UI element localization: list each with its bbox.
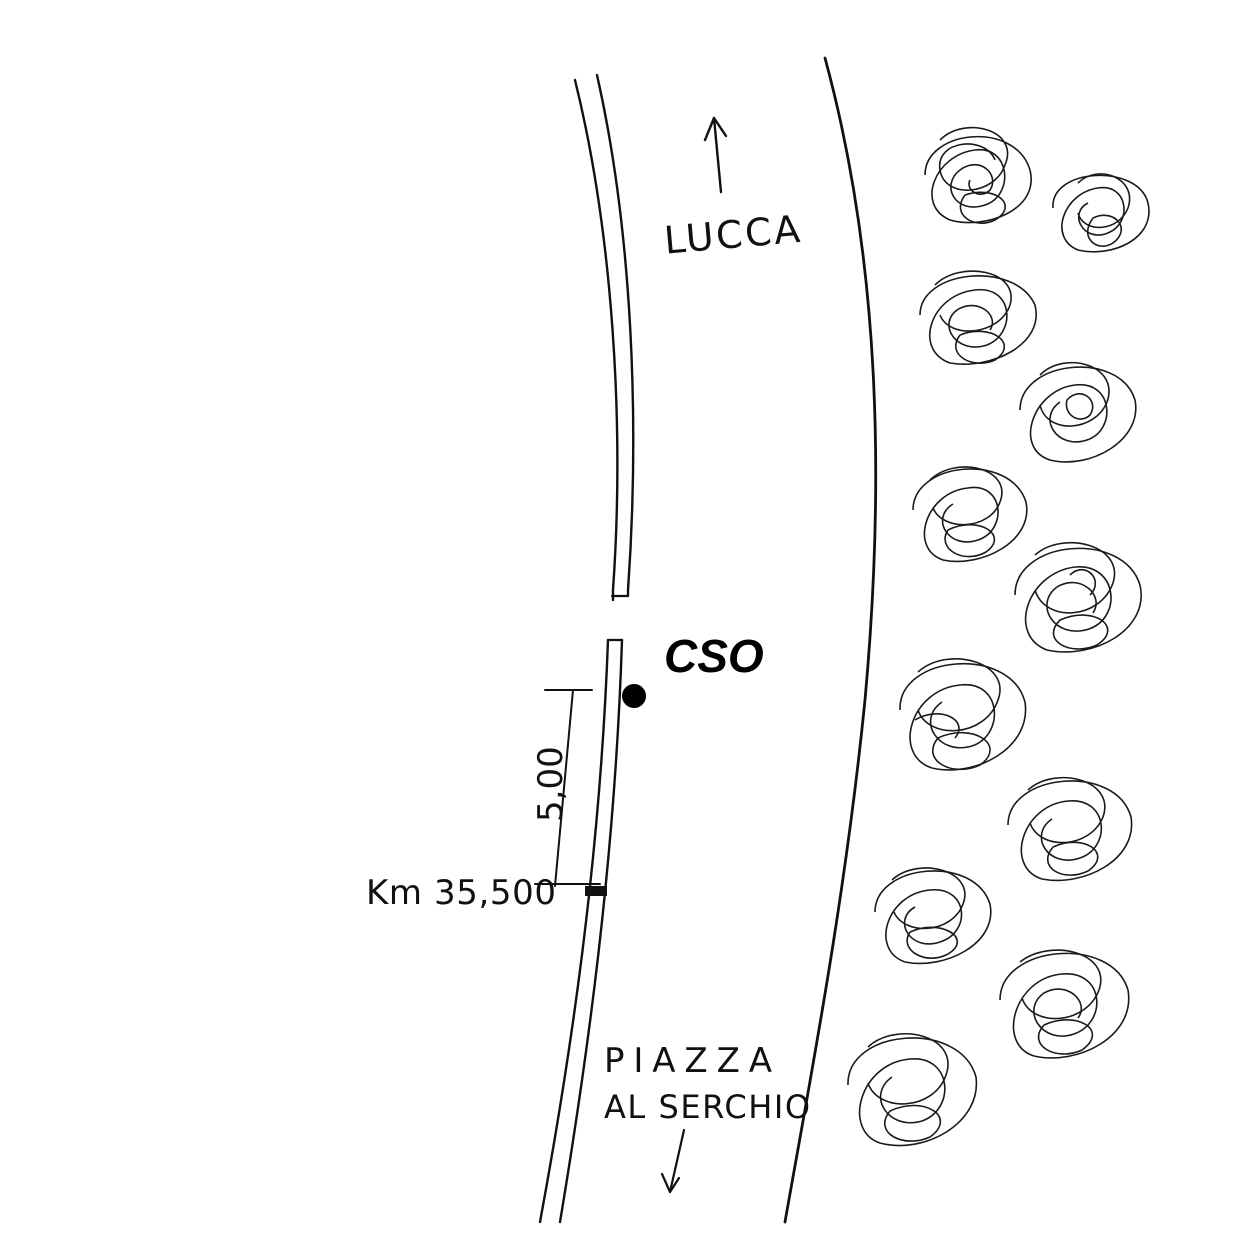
distance-label: 5,00 xyxy=(531,746,571,822)
scribble-tree-icon xyxy=(924,126,1032,224)
piazza-label-line2: AL SERCHIO xyxy=(604,1088,810,1126)
scribble-tree-icon xyxy=(847,1033,978,1147)
scribble-tree-icon xyxy=(1019,361,1137,463)
scribble-tree-icon xyxy=(999,949,1130,1059)
scribble-tree-icon xyxy=(1014,541,1142,653)
scribble-tree-icon xyxy=(912,466,1028,563)
scribble-tree-icon xyxy=(1052,173,1150,253)
scribble-tree-icon xyxy=(1007,776,1133,882)
km-marker-post xyxy=(585,886,607,896)
scribble-tree-icon xyxy=(874,867,992,965)
filled-circle-icon xyxy=(622,684,646,708)
scribble-tree-icon xyxy=(919,270,1037,365)
scribble-tree-icon xyxy=(899,658,1027,771)
arrow-down-icon xyxy=(660,1128,686,1194)
arrow-up-icon xyxy=(703,116,728,194)
right-road-edge xyxy=(783,56,878,1224)
left-road-edge xyxy=(538,73,635,1224)
cso-label: CSO xyxy=(664,630,764,682)
km-marker-label: Km 35,500 xyxy=(366,873,556,913)
distance-dimension xyxy=(534,689,601,887)
piazza-label-line1: PIAZZA xyxy=(604,1041,772,1081)
lucca-label: LUCCA xyxy=(662,207,801,263)
tree-group xyxy=(847,126,1150,1147)
